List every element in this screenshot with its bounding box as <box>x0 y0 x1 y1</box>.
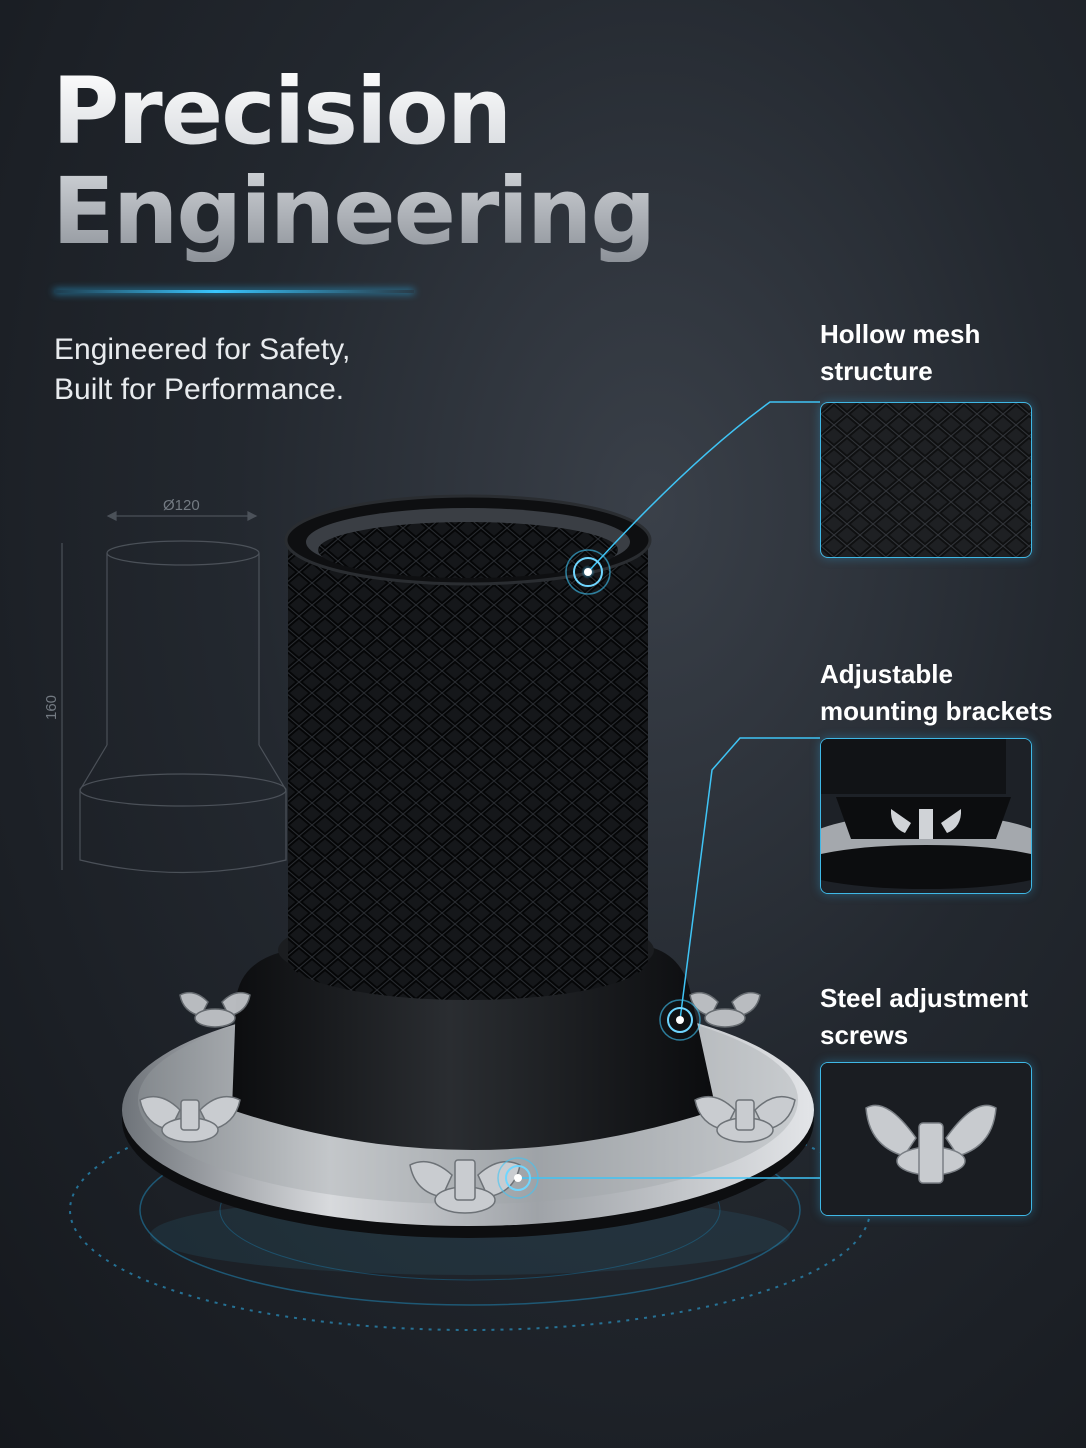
feature-label-mesh: Hollow mesh structure <box>820 319 981 386</box>
tagline: Engineered for Safety, Built for Perform… <box>54 330 350 410</box>
thumb-brackets <box>820 738 1032 894</box>
tagline-line-1: Engineered for Safety, <box>54 333 351 366</box>
wing-nut-icon <box>139 991 796 1214</box>
callout-lines <box>518 401 820 1179</box>
feature-label-screws: Steel adjustment screws <box>820 983 1029 1050</box>
thumb-screws <box>820 1062 1032 1216</box>
feature-label-brackets: Adjustable mounting brackets <box>820 659 1053 726</box>
height-label: 160 <box>43 695 60 720</box>
mesh-cylinder <box>288 540 648 960</box>
technical-drawing <box>61 511 287 874</box>
thumb-mesh <box>820 402 1032 558</box>
callout-target-icon <box>497 549 701 1199</box>
accent-divider <box>54 290 414 293</box>
tagline-line-2: Built for Performance. <box>54 373 345 406</box>
rubber-base <box>232 945 716 1150</box>
diameter-label: Ø120 <box>163 497 200 514</box>
